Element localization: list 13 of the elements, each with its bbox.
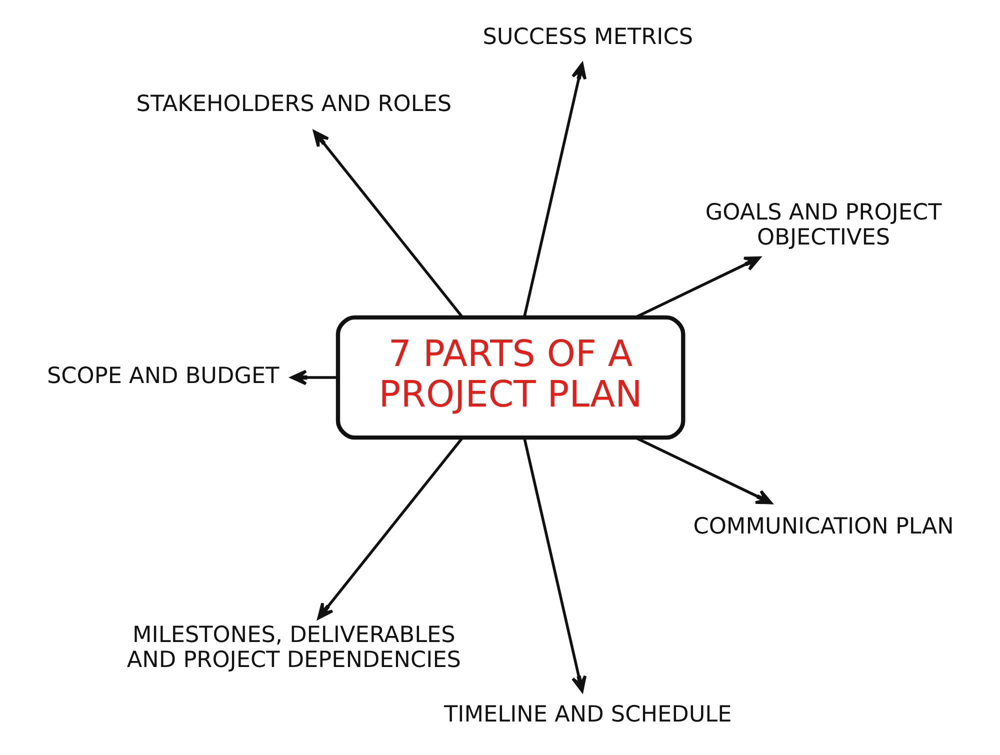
arrow bbox=[290, 370, 338, 386]
node-text: COMMUNICATION PLAN bbox=[693, 514, 954, 540]
arrow bbox=[313, 130, 464, 318]
arrow bbox=[522, 62, 587, 318]
node-text: SCOPE AND BUDGET bbox=[46, 362, 280, 389]
node-text: MILESTONES, DELIVERABLES AND PROJECT DEPENDENCIES bbox=[126, 622, 462, 674]
node-text: SUCCESS METRICS bbox=[482, 24, 694, 50]
node-box: 7 PARTS OF A PROJECT PLAN bbox=[336, 315, 686, 440]
node-text: GOALS AND PROJECT OBJECTIVES bbox=[705, 199, 942, 251]
node-text: TIMELINE AND SCHEDULE bbox=[444, 702, 732, 728]
arrow bbox=[522, 437, 587, 692]
arrow bbox=[317, 436, 464, 620]
node-text: STAKEHOLDERS AND ROLES bbox=[136, 91, 452, 118]
